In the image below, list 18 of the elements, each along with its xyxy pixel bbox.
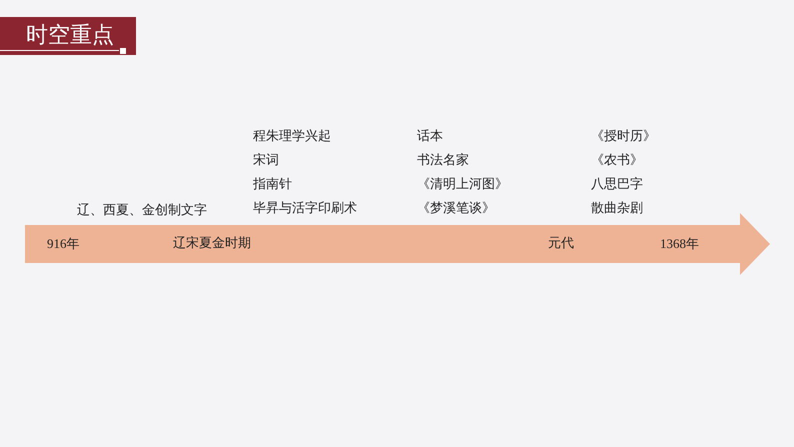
event-label: 宋词	[253, 153, 279, 169]
event-label: 指南针	[253, 177, 292, 193]
event-label: 八思巴字	[591, 177, 643, 193]
event-label: 毕昇与活字印刷术	[253, 201, 357, 217]
event-label: 《农书》	[591, 153, 643, 169]
event-label: 话本	[417, 129, 443, 145]
event-label: 散曲杂剧	[591, 201, 643, 217]
year-label: 916年	[47, 236, 80, 252]
event-label: 书法名家	[417, 153, 469, 169]
event-label: 辽、西夏、金创制文字	[77, 203, 207, 219]
event-label: 程朱理学兴起	[253, 129, 331, 145]
event-label: 《清明上河图》	[417, 177, 508, 193]
title-text: 时空重点	[26, 23, 114, 49]
period-label: 辽宋夏金时期	[173, 236, 251, 252]
event-label: 《授时历》	[591, 129, 656, 145]
year-label: 1368年	[660, 236, 699, 252]
event-label: 《梦溪笔谈》	[417, 201, 495, 217]
period-label: 元代	[548, 236, 574, 252]
